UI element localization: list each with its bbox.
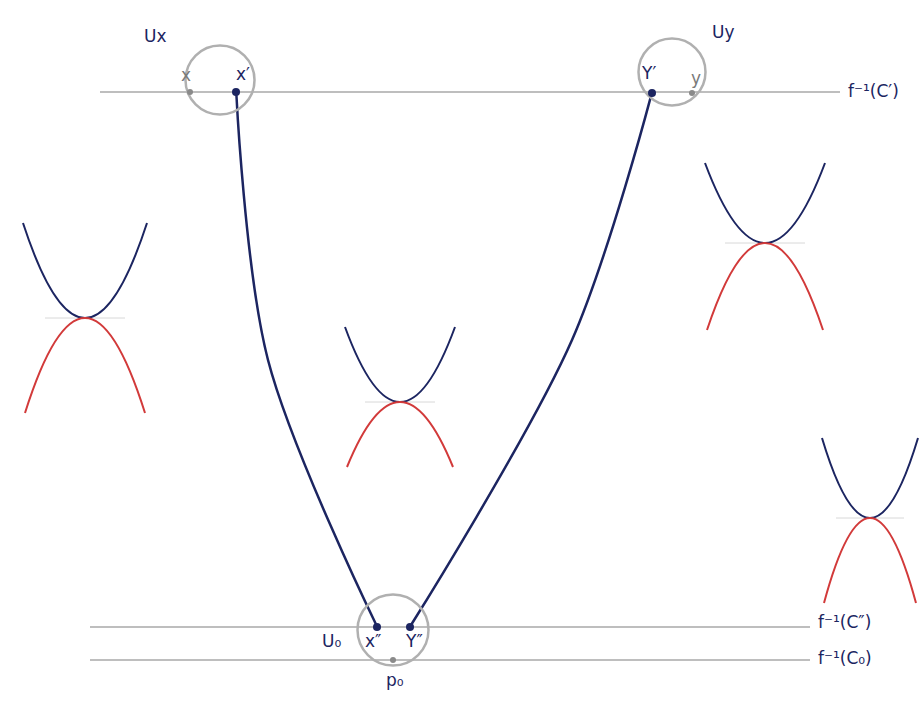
level-set-label: f⁻¹(C′): [848, 81, 899, 101]
lower-parabola: [25, 318, 145, 413]
point-dot: [390, 657, 396, 663]
point-label: y: [691, 68, 701, 88]
point-node: Y′: [648, 89, 656, 97]
point-node: Y″: [406, 623, 414, 631]
point-dot: [689, 90, 695, 96]
point-label: p₀: [386, 670, 404, 690]
circle-outline: [186, 46, 255, 115]
path-curve: [236, 96, 375, 623]
region-label: Ux: [144, 26, 167, 46]
circle-outline: [639, 39, 706, 106]
point-dot: [373, 623, 381, 631]
neighborhood-circle: Uxxx′: [184, 44, 256, 116]
upper-parabola: [822, 438, 918, 518]
point-node: x′: [232, 88, 240, 96]
level-set-label: f⁻¹(C₀): [818, 648, 872, 668]
lower-parabola: [824, 518, 916, 603]
circle-outline: [356, 593, 430, 667]
parabola-pair: [345, 327, 455, 467]
point-dot: [648, 89, 656, 97]
point-label: x″: [365, 631, 381, 651]
neighborhood-circle: U₀x″Y″: [356, 593, 430, 667]
point-dot: [187, 89, 193, 95]
point-dot: [232, 88, 240, 96]
level-line: [90, 626, 810, 628]
level-set-label: f⁻¹(C″): [818, 612, 871, 632]
point-dot: [406, 623, 414, 631]
level-line: [100, 91, 840, 93]
neighborhood-circle: UyY′y: [637, 37, 707, 107]
point-node: x: [187, 89, 193, 95]
point-dot: [689, 90, 695, 96]
region-label: Uy: [712, 22, 735, 42]
upper-parabola: [705, 163, 825, 243]
point-dot: [373, 623, 381, 631]
lower-parabola: [347, 402, 453, 467]
circle-outline: [358, 595, 429, 666]
point-label: x: [181, 65, 191, 85]
upper-parabola: [23, 223, 147, 318]
upper-parabola: [345, 327, 455, 402]
point-label: Y″: [406, 631, 423, 651]
point-dot: [187, 89, 193, 95]
region-label: U₀: [322, 631, 341, 651]
path-curve: [412, 97, 651, 624]
point-label: Y′: [642, 63, 656, 83]
parabola-pair: [705, 163, 825, 330]
level-lines: [90, 92, 840, 660]
parabola-pair: [23, 223, 147, 413]
point-dot: [648, 89, 656, 97]
point-node: x″: [373, 623, 381, 631]
parabola-pair: [822, 438, 918, 603]
point-dot: [406, 623, 414, 631]
level-line: [90, 659, 810, 661]
lower-parabola: [707, 243, 823, 330]
point-node: y: [689, 90, 695, 96]
point-label: x′: [236, 64, 250, 84]
point-dot: [232, 88, 240, 96]
